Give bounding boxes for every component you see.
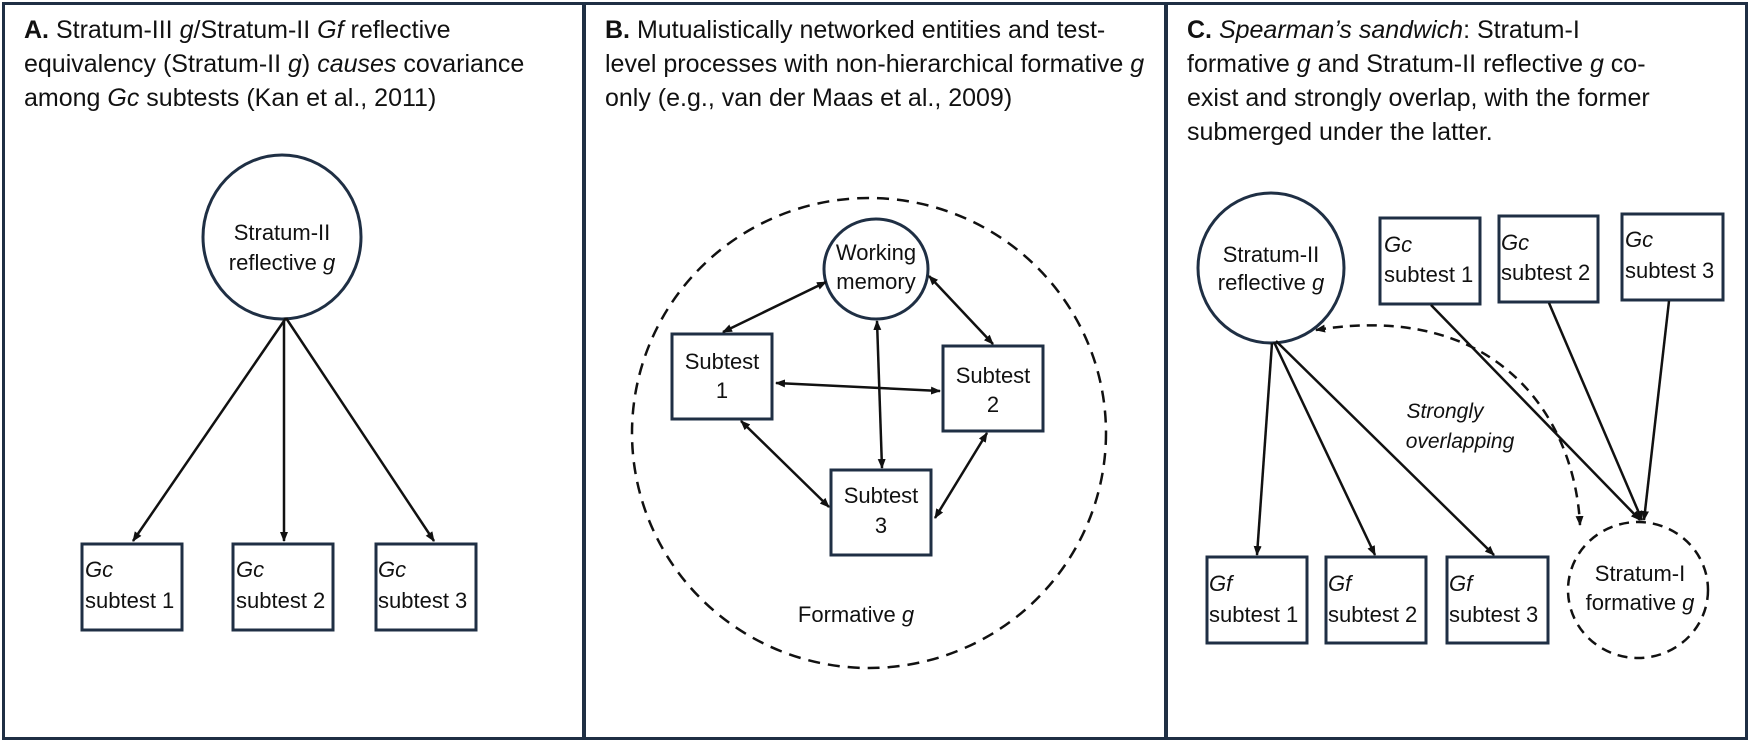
c-gc-subtest-2-box bbox=[1497, 214, 1600, 304]
caption-run: : Stratum-I formative bbox=[1187, 16, 1580, 78]
b-formative-g-label: Formative g bbox=[798, 602, 915, 627]
a-reflective-label: reflective g bbox=[229, 250, 336, 275]
c-formative-label: formative g bbox=[1586, 590, 1696, 615]
b-arrow-wm-subtest3 bbox=[873, 320, 886, 469]
caption-run: Mutualistically networked entities and t… bbox=[605, 16, 1131, 78]
b-arrow-subtest1-subtest2 bbox=[775, 379, 941, 395]
b-subtest-2-line1: Subtest bbox=[956, 363, 1031, 388]
panel-a-diagram: Stratum-II reflective g Gc subtest 1 Gc … bbox=[80, 153, 478, 632]
c-gf-subtest-3-label: subtest 3 bbox=[1449, 602, 1538, 627]
caption-run: /Stratum-II bbox=[193, 16, 318, 44]
c-gf-subtest-2-box bbox=[1324, 555, 1428, 645]
c-gf-subtest-3-ability: Gf bbox=[1449, 571, 1475, 596]
a-gc-subtest-3-label: subtest 3 bbox=[378, 588, 467, 613]
c-gf-subtest-1-ability: Gf bbox=[1209, 571, 1235, 596]
caption-run: g bbox=[1589, 50, 1604, 78]
c-gc-subtest-1-label: subtest 1 bbox=[1384, 262, 1473, 287]
b-working-memory-line2: memory bbox=[836, 269, 915, 294]
b-arrow-wm-subtest1 bbox=[722, 280, 827, 334]
b-formative-g-boundary bbox=[630, 196, 1108, 670]
b-arrow-subtest1-subtest3 bbox=[740, 420, 830, 508]
panel-c-border bbox=[1164, 2, 1748, 740]
b-working-memory-line1: Working bbox=[836, 240, 916, 265]
c-arrow-reflective-gf1 bbox=[1253, 342, 1274, 556]
b-subtest-3-box bbox=[829, 468, 933, 557]
caption-run: Gc bbox=[107, 84, 140, 112]
c-gc-subtest-2-label: subtest 2 bbox=[1501, 260, 1590, 285]
c-stratum-ii-node bbox=[1196, 191, 1346, 345]
caption-run: A. bbox=[24, 16, 49, 44]
a-gc-subtest-3-box bbox=[374, 542, 478, 632]
caption-run: ) bbox=[301, 50, 318, 78]
caption-run: g bbox=[179, 16, 194, 44]
panel-a-caption: A. Stratum-III g/Stratum-II Gf reflectiv… bbox=[24, 13, 544, 115]
c-overlap-line1: Strongly bbox=[1406, 400, 1485, 423]
a-gc-subtest-1-ability: Gc bbox=[85, 557, 113, 582]
c-gf-subtest-3-box bbox=[1445, 555, 1550, 645]
c-gc-subtest-1-box bbox=[1378, 216, 1482, 306]
b-arrow-wm-subtest2 bbox=[928, 275, 994, 345]
caption-run: and Stratum-II reflective bbox=[1310, 50, 1590, 78]
b-subtest-3-line2: 3 bbox=[875, 513, 887, 538]
a-stratum-ii-node bbox=[201, 153, 363, 321]
a-gc-subtest-1-label: subtest 1 bbox=[85, 588, 174, 613]
c-stratum-ii-label: Stratum-II bbox=[1223, 242, 1320, 267]
b-subtest-1-line1: Subtest bbox=[685, 349, 760, 374]
c-arrow-gc3-formative bbox=[1641, 300, 1671, 521]
c-gc-subtest-3-box bbox=[1620, 212, 1725, 302]
a-gc-subtest-2-ability: Gc bbox=[236, 557, 264, 582]
a-stratum-ii-label: Stratum-II bbox=[234, 220, 331, 245]
c-gf-subtest-2-ability: Gf bbox=[1328, 571, 1354, 596]
caption-run: Spearman’s sandwich bbox=[1218, 16, 1464, 44]
c-arrow-gc2-formative bbox=[1547, 302, 1644, 521]
b-subtest-3-line1: Subtest bbox=[844, 483, 919, 508]
b-subtest-2-box bbox=[941, 344, 1045, 433]
panel-b-caption: B. Mutualistically networked entities an… bbox=[605, 13, 1145, 115]
c-gc-subtest-1-ability: Gc bbox=[1384, 232, 1412, 257]
c-gf-subtest-2-label: subtest 2 bbox=[1328, 602, 1417, 627]
c-gf-subtest-1-box bbox=[1205, 555, 1309, 645]
panel-c-caption: C. Spearman’s sandwich: Stratum-I format… bbox=[1187, 13, 1687, 149]
caption-run: Gf bbox=[317, 16, 344, 44]
panel-b-diagram: Working memory Subtest 1 Subtest 2 Subte… bbox=[630, 196, 1108, 670]
c-gc-subtest-2-ability: Gc bbox=[1501, 230, 1529, 255]
caption-run: Stratum-III bbox=[49, 16, 180, 44]
caption-run: g bbox=[1130, 50, 1145, 78]
b-arrow-subtest2-subtest3 bbox=[933, 432, 989, 519]
b-working-memory-node bbox=[822, 217, 930, 321]
a-arrow-3 bbox=[284, 317, 436, 542]
a-arrow-1 bbox=[131, 317, 288, 542]
b-subtest-1-line2: 1 bbox=[716, 378, 728, 403]
a-gc-subtest-1-box bbox=[80, 542, 184, 632]
c-gc-subtest-3-ability: Gc bbox=[1625, 227, 1653, 252]
caption-run: causes bbox=[317, 50, 397, 78]
c-stratum-i-label: Stratum-I bbox=[1595, 561, 1685, 586]
caption-run: g bbox=[288, 50, 302, 78]
c-gc-subtest-3-label: subtest 3 bbox=[1625, 258, 1714, 283]
caption-run: C. bbox=[1187, 16, 1212, 44]
caption-run: co-exist and strongly overlap, with the … bbox=[1187, 50, 1650, 146]
b-subtest-1-box bbox=[670, 332, 774, 421]
caption-run: covariance among bbox=[24, 50, 525, 112]
c-overlap-curve bbox=[1315, 324, 1584, 526]
caption-run: only (e.g., van der Maas et al., 2009) bbox=[605, 84, 1013, 112]
c-gf-subtest-1-label: subtest 1 bbox=[1209, 602, 1298, 627]
c-arrow-reflective-gf2 bbox=[1272, 341, 1377, 556]
a-gc-subtest-3-ability: Gc bbox=[378, 557, 406, 582]
caption-run: B. bbox=[605, 16, 630, 44]
c-stratum-i-node bbox=[1566, 520, 1710, 660]
a-gc-subtest-2-box bbox=[231, 542, 335, 632]
caption-run: reflective equivalency (Stratum-II bbox=[24, 16, 451, 78]
c-overlap-line2: overlapping bbox=[1406, 430, 1515, 453]
caption-run: subtests (Kan et al., 2011) bbox=[139, 84, 437, 112]
c-reflective-label: reflective g bbox=[1218, 270, 1325, 295]
panel-c-diagram: Stratum-II reflective g Gc subtest 1 Gc … bbox=[1196, 191, 1725, 660]
a-gc-subtest-2-label: subtest 2 bbox=[236, 588, 325, 613]
caption-run: g bbox=[1296, 50, 1311, 78]
b-subtest-2-line2: 2 bbox=[987, 392, 999, 417]
